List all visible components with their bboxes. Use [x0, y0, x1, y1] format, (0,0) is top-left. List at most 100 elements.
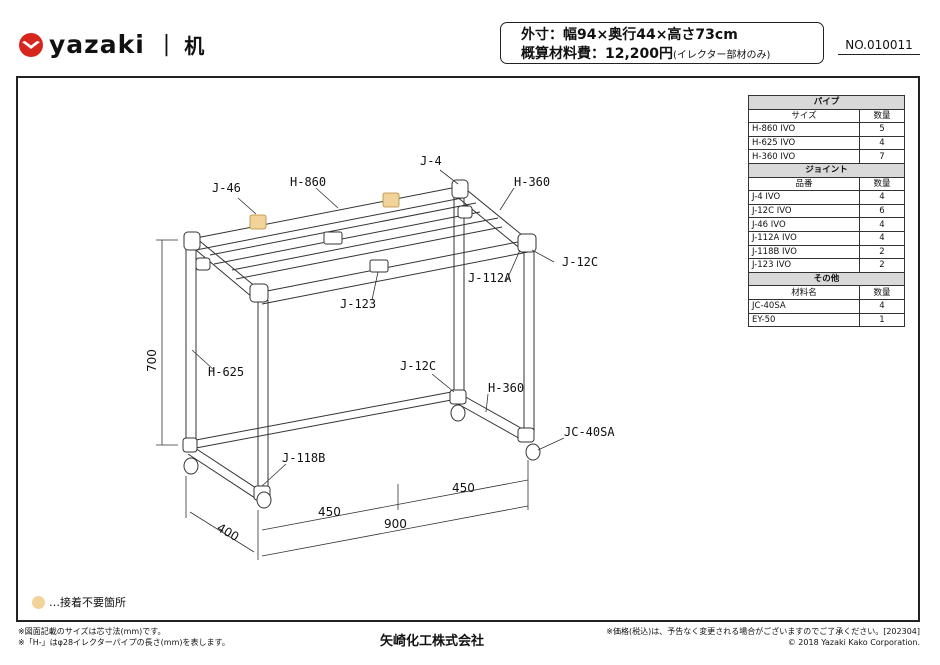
- pipe-top-mid2: [231, 217, 499, 271]
- footer-note-2: ※「H-」はφ28イレクターパイプの長さ(mm)を表します。: [18, 638, 230, 647]
- part-qty: 4: [859, 135, 905, 151]
- leg-front-left: [257, 300, 269, 495]
- pipe-bottom-left2: [187, 453, 259, 501]
- legend-text: …接着不要箇所: [49, 596, 126, 609]
- pipes-col-name: サイズ: [748, 108, 860, 124]
- legend: …接着不要箇所: [32, 594, 126, 610]
- joint-bottom-back-right: [449, 389, 467, 405]
- others-col-name: 材料名: [748, 285, 860, 300]
- label-jc40sa: JC-40SA: [564, 425, 615, 439]
- pipes-col-qty: 数量: [859, 108, 905, 124]
- caster-front-left: [256, 491, 272, 509]
- pipe-bottom-right2: [457, 403, 525, 442]
- caster-back-right: [450, 404, 466, 422]
- pipe-top-mid2b: [235, 226, 503, 280]
- part-qty: 2: [859, 258, 905, 273]
- pipes-section-title: パイプ: [748, 95, 905, 110]
- part-qty: 1: [859, 312, 905, 328]
- joints-col-name: 品番: [748, 176, 860, 192]
- joints-col-qty: 数量: [859, 176, 905, 192]
- part-name: J-12C IVO: [748, 203, 860, 219]
- label-h360-top: H-360: [514, 175, 550, 189]
- footer-notes: ※図面記載のサイズは芯寸法(mm)です。 ※「H-」はφ28イレクターパイプの長…: [18, 626, 230, 648]
- joint-j123-b: [369, 259, 389, 273]
- footer-note-1: ※図面記載のサイズは芯寸法(mm)です。: [18, 627, 166, 636]
- part-qty: 5: [859, 122, 905, 137]
- part-name: J-4 IVO: [748, 190, 860, 205]
- no-glue-markers: [249, 192, 400, 230]
- part-name: J-112A IVO: [748, 230, 860, 246]
- part-qty: 4: [859, 230, 905, 246]
- part-name: J-123 IVO: [748, 258, 860, 273]
- dimension-depth: 400: [215, 520, 242, 544]
- label-h860: H-860: [290, 175, 326, 189]
- caster-back-left: [183, 457, 199, 475]
- label-j4: J-4: [420, 154, 442, 168]
- joint-mid-back-right: [457, 205, 473, 219]
- label-j12c-bottom: J-12C: [400, 359, 436, 373]
- part-qty: 4: [859, 217, 905, 232]
- spec-size: 外寸：幅94×奥行44×高さ73cm: [521, 27, 738, 43]
- part-qty: 4: [859, 298, 905, 314]
- pipe-top-back-2: [195, 197, 463, 251]
- leader-lines: [191, 169, 565, 487]
- part-qty: 7: [859, 149, 905, 164]
- caster-front-right: [525, 443, 541, 461]
- joint-bottom-front-right: [517, 427, 535, 443]
- dimension-height: 700: [145, 349, 159, 372]
- joint-top-front-right: [517, 233, 537, 253]
- title-separator: |: [162, 32, 171, 57]
- pipe-bottom-back: [195, 389, 463, 441]
- part-qty: 2: [859, 244, 905, 260]
- part-name: J-118B IVO: [748, 244, 860, 260]
- part-name: JC-40SA: [748, 298, 860, 314]
- spec-cost: 概算材料費：12,200円: [521, 46, 674, 62]
- pipe-top-right-side: [461, 185, 529, 241]
- spec-cost-note: (イレクター部材のみ): [673, 50, 771, 61]
- document-number: NO.010011: [838, 38, 920, 55]
- label-j118b: J-118B: [282, 451, 325, 465]
- joint-mid-back-left: [195, 257, 211, 271]
- footer-note-3: ※価格(税込)は、予告なく変更される場合がございますのでご了承ください。[202…: [606, 627, 920, 636]
- part-qty: 4: [859, 190, 905, 205]
- pipe-top-back: [195, 185, 463, 239]
- leg-back-left: [185, 245, 197, 445]
- others-col-qty: 数量: [859, 285, 905, 300]
- frame-pipes: [185, 185, 535, 501]
- others-section-title: その他: [748, 271, 905, 287]
- pipe-bottom-left: [191, 445, 263, 493]
- pipe-bottom-right: [461, 394, 529, 433]
- label-h360-bottom: H-360: [488, 381, 524, 395]
- joint-top-front-left: [249, 283, 269, 303]
- joint-bottom-back-left: [182, 437, 198, 453]
- dimension-half-right: 450: [452, 481, 475, 495]
- part-name: J-46 IVO: [748, 217, 860, 232]
- joint-top-back-left: [183, 231, 201, 251]
- part-name: EY-50: [748, 312, 860, 328]
- brand: yazaki | 机: [18, 30, 204, 59]
- no-glue-swatch: [32, 595, 45, 609]
- joint-top-back-right: [451, 179, 469, 199]
- j46-marker-1: [249, 214, 267, 230]
- drawing-frame: [16, 76, 920, 622]
- label-j12c-top: J-12C: [562, 255, 598, 269]
- spec-box: 外寸：幅94×奥行44×高さ73cm 概算材料費：12,200円(イレクター部材…: [500, 22, 824, 64]
- pipe-top-front: [261, 239, 529, 293]
- company-name: 矢崎化工株式会社: [380, 634, 485, 649]
- dimension-width: 900: [384, 517, 407, 531]
- part-name: H-625 IVO: [748, 135, 860, 151]
- part-qty: 6: [859, 203, 905, 219]
- pipe-bottom-back2: [195, 397, 463, 449]
- leg-back-right: [453, 196, 465, 395]
- label-j112a: J-112A: [468, 271, 512, 285]
